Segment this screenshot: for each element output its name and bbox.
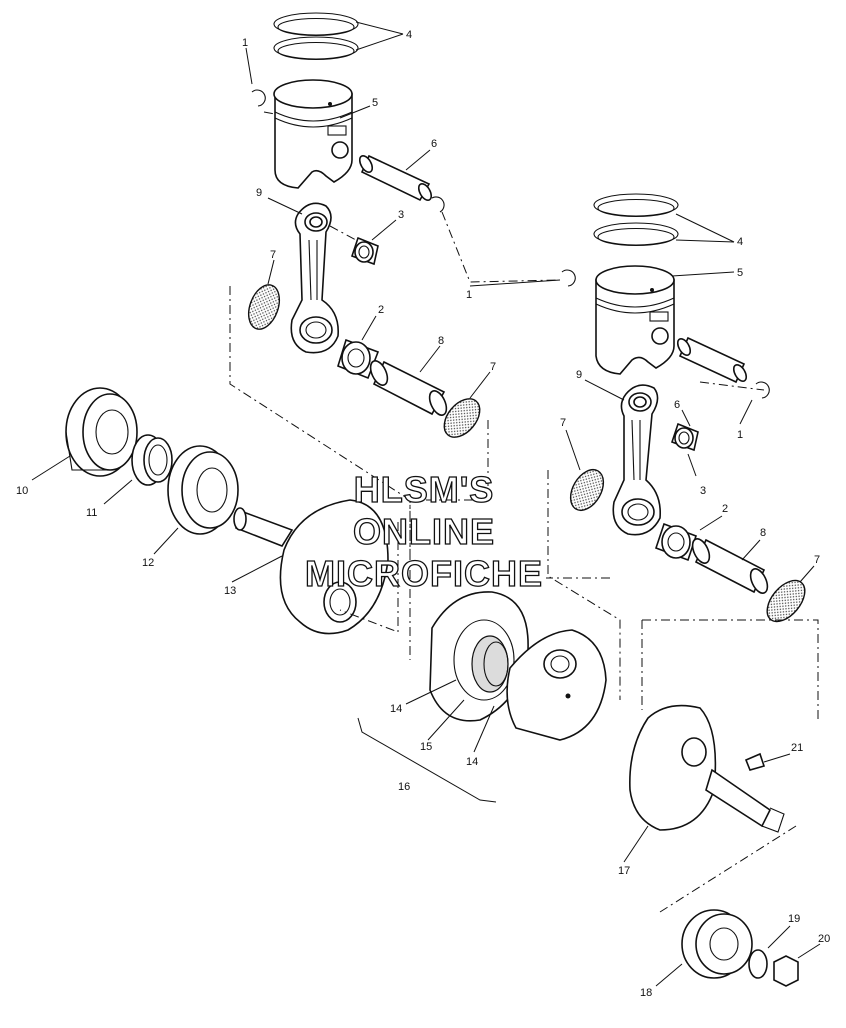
callout-15: 15 — [420, 741, 432, 753]
callout-5: 5 — [372, 97, 378, 109]
wrist-pin-a — [358, 154, 433, 202]
callout-12: 12 — [142, 557, 154, 569]
circlip-a-left — [251, 89, 266, 107]
callout-7: 7 — [560, 417, 566, 429]
callout-1: 1 — [737, 429, 743, 441]
callout-11: 11 — [86, 507, 97, 519]
thrust-washer-b1 — [569, 469, 605, 511]
nut-20 — [773, 955, 799, 987]
callout-6: 6 — [674, 399, 680, 411]
callout-18: 18 — [640, 987, 652, 999]
callout-leaders — [31, 21, 821, 987]
callout-21: 21 — [791, 742, 803, 754]
main-bearing-10 — [65, 387, 138, 477]
connecting-rod-b — [612, 384, 662, 536]
crankshaft-half-17 — [629, 704, 785, 833]
wrist-pin-b — [676, 336, 748, 384]
callout-5: 5 — [737, 267, 743, 279]
piston-rings-b — [593, 193, 679, 247]
thrust-washer-a1 — [247, 284, 281, 330]
watermark-line-3: MICROFICHE — [305, 553, 543, 594]
crankshaft-half-13 — [233, 499, 389, 635]
piston-b — [595, 265, 675, 375]
connecting-rod-a — [290, 202, 339, 354]
callout-3: 3 — [700, 485, 706, 497]
callout-14: 14 — [466, 756, 478, 768]
circlip-b-right — [755, 381, 770, 399]
callout-16: 16 — [398, 781, 410, 793]
piston-a — [273, 79, 353, 189]
callout-7: 7 — [814, 554, 820, 566]
woodruff-key-21 — [744, 752, 766, 771]
callout-4: 4 — [737, 236, 743, 248]
callout-2: 2 — [378, 304, 384, 316]
needle-bearing-small-b — [670, 422, 699, 452]
crankshaft-center-assembly — [429, 591, 607, 741]
main-bearing-12 — [167, 445, 239, 535]
callout-2: 2 — [722, 503, 728, 515]
crank-pin-a — [369, 360, 448, 416]
callout-3: 3 — [398, 209, 404, 221]
watermark-line-1: HLSM'S — [354, 469, 495, 510]
callout-6: 6 — [431, 138, 437, 150]
callout-10: 10 — [16, 485, 28, 497]
thrust-washer-b2 — [766, 579, 806, 623]
callout-labels: 1 4 5 6 9 3 7 2 8 7 1 4 5 9 6 1 7 3 2 8 … — [16, 29, 830, 999]
needle-bearing-big-b — [654, 522, 698, 562]
washer-19 — [748, 949, 768, 979]
callout-7: 7 — [270, 249, 276, 261]
needle-bearing-small-a — [350, 236, 379, 266]
callout-9: 9 — [576, 369, 582, 381]
piston-rings-a — [273, 12, 359, 61]
callout-7: 7 — [490, 361, 496, 373]
thrust-washer-a2 — [443, 398, 481, 438]
callout-17: 17 — [618, 865, 630, 877]
assembly-lines — [229, 111, 819, 913]
circlip-b-left — [561, 269, 576, 287]
callout-1: 1 — [242, 37, 248, 49]
callout-8: 8 — [760, 527, 766, 539]
callout-4: 4 — [406, 29, 412, 41]
callout-19: 19 — [788, 913, 800, 925]
watermark-line-2: ONLINE — [353, 511, 495, 552]
circlip-a-right — [431, 196, 445, 213]
bracket-16 — [357, 717, 497, 803]
needle-bearing-big-a — [337, 338, 380, 380]
callout-20: 20 — [818, 933, 830, 945]
callout-9: 9 — [256, 187, 262, 199]
main-bearing-18 — [681, 909, 753, 979]
callout-1: 1 — [466, 289, 472, 301]
callout-13: 13 — [224, 585, 236, 597]
callout-14: 14 — [390, 703, 402, 715]
watermark: HLSM'S ONLINE MICROFICHE — [304, 468, 543, 594]
crank-pin-b — [691, 538, 769, 594]
callout-8: 8 — [438, 335, 444, 347]
spacer-ring-11 — [131, 434, 173, 486]
